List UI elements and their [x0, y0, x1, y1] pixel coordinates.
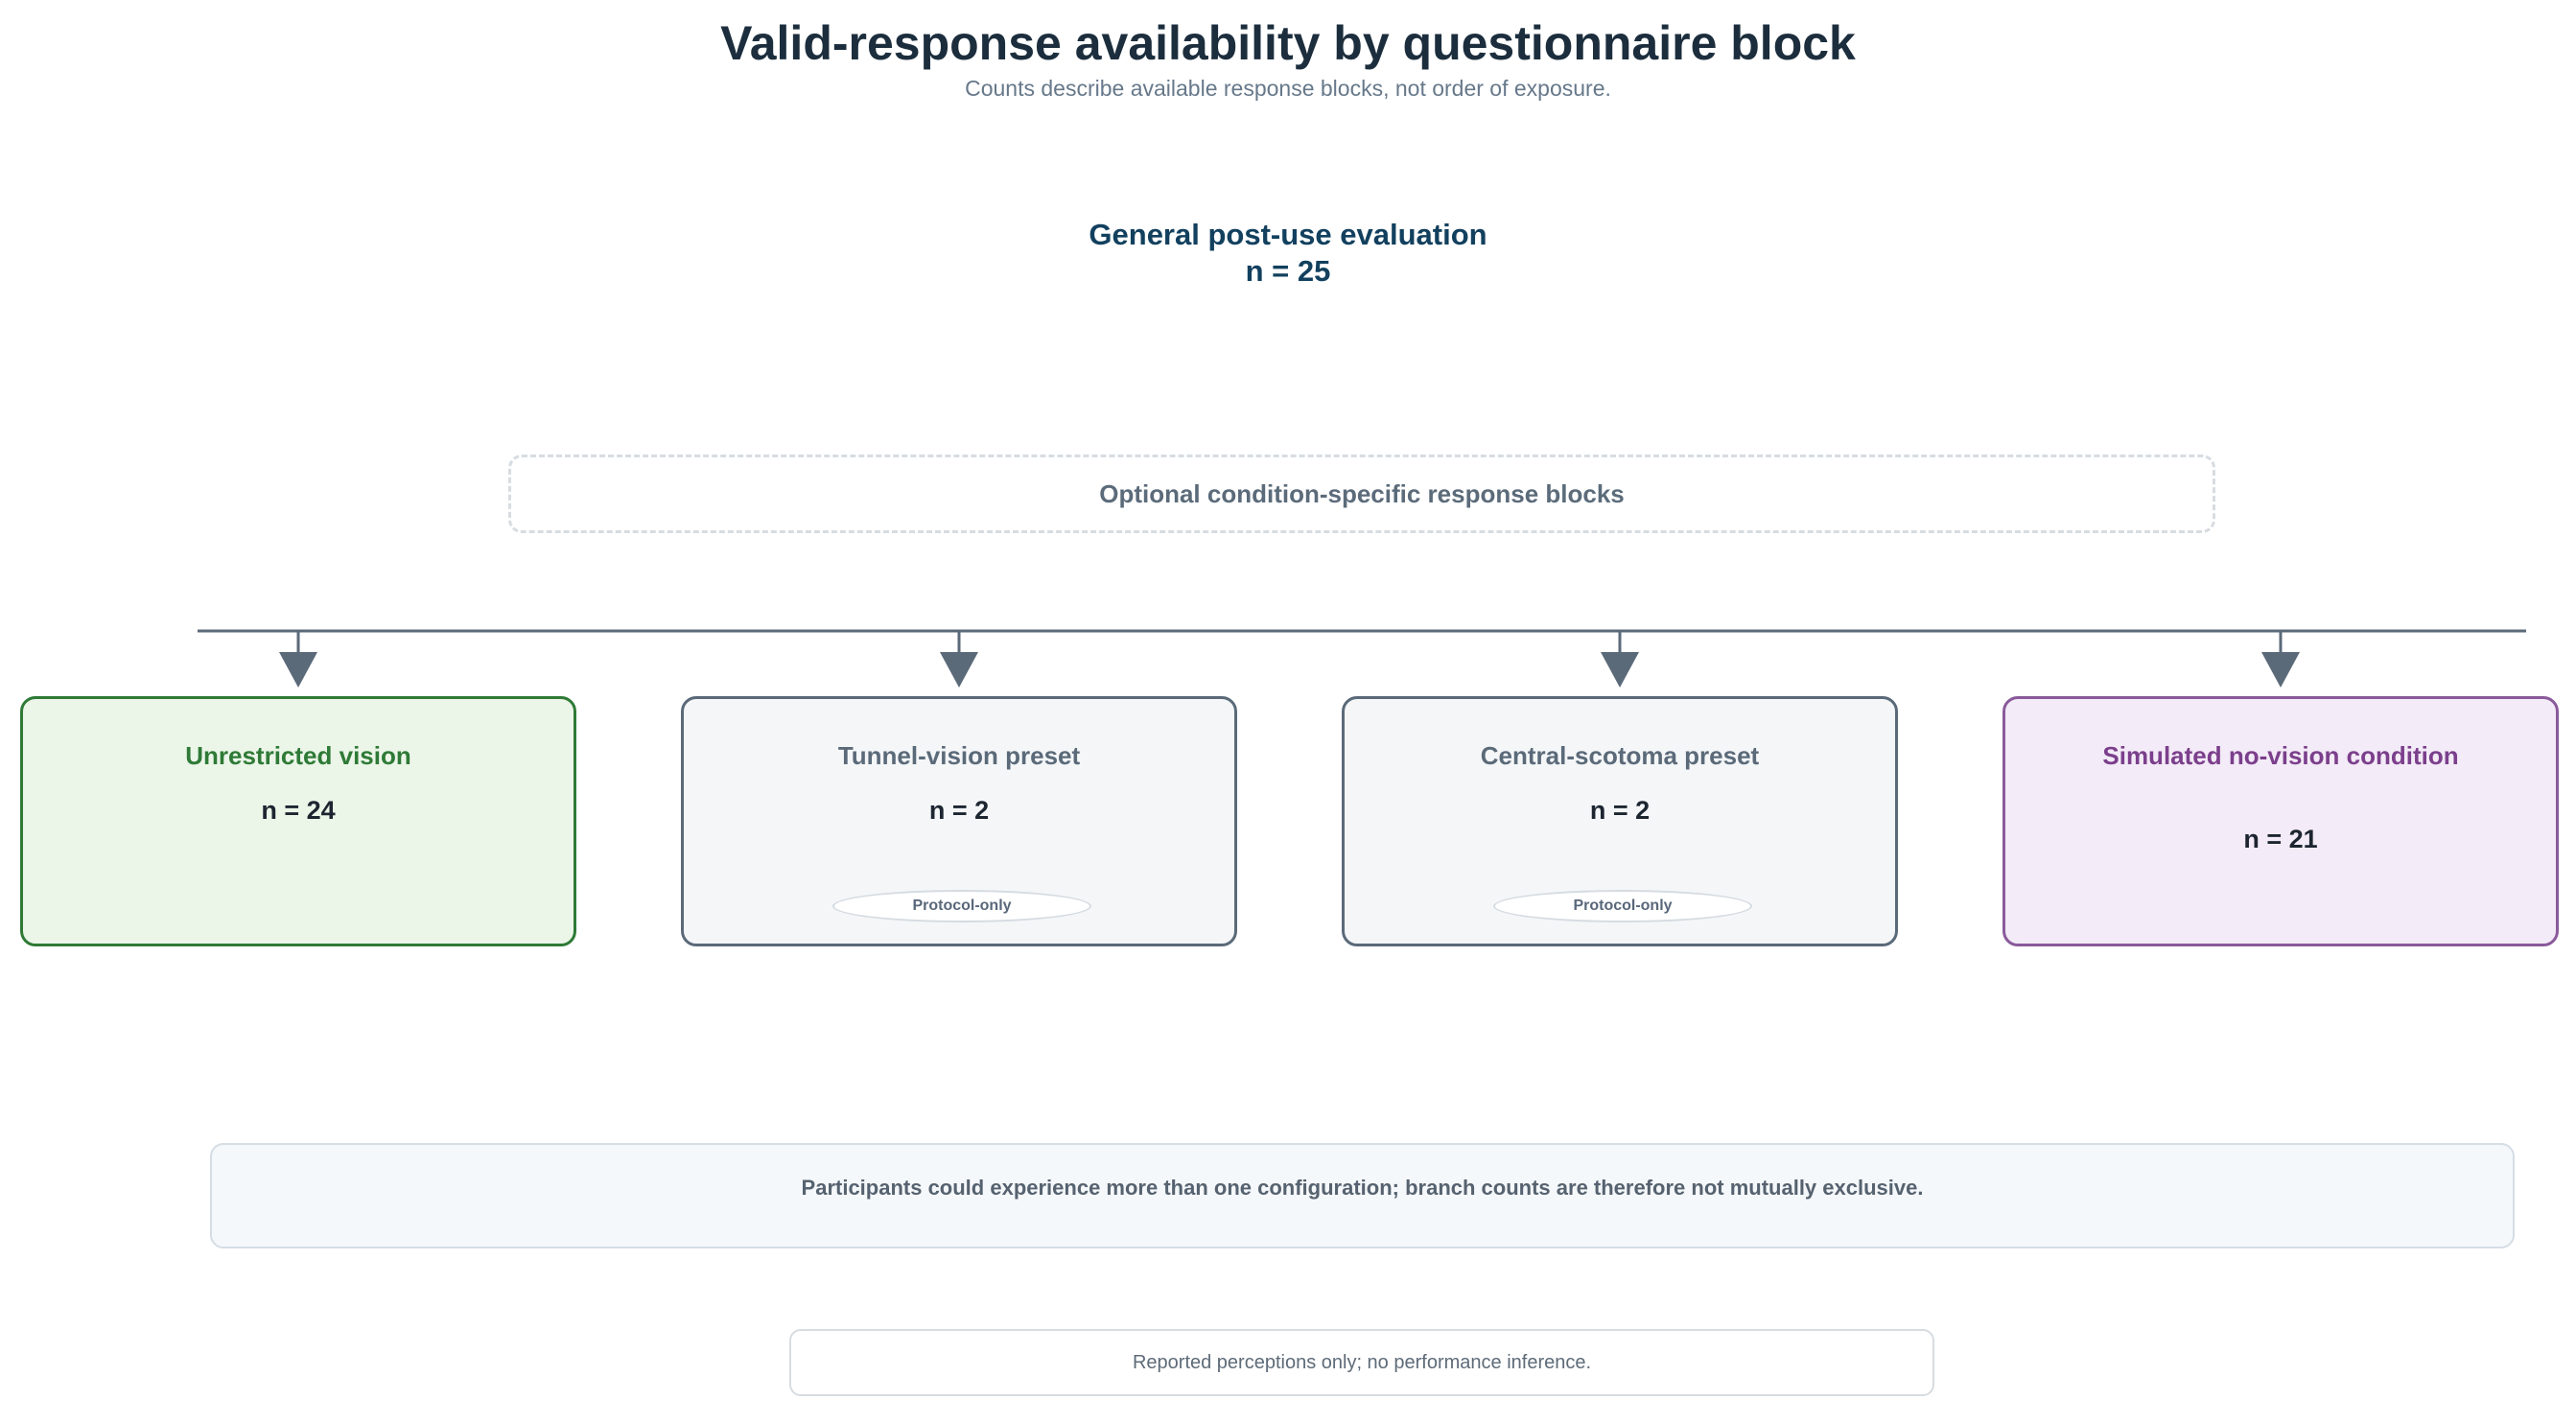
- branch-node-count: n = 2: [928, 796, 990, 825]
- optional-blocks-label: Optional condition-specific response blo…: [1099, 478, 1625, 508]
- branch-arrow-2: [1601, 631, 1639, 688]
- branch-node-count: n = 21: [2243, 825, 2318, 853]
- branch-node-label: Tunnel-vision preset: [837, 741, 1081, 770]
- protocol-only-badge: Protocol-only: [1493, 890, 1752, 922]
- branch-arrow-1: [940, 631, 978, 688]
- badge-label: Protocol-only: [912, 898, 1012, 914]
- branch-node-label: Central-scotoma preset: [1480, 741, 1760, 770]
- footer-note-box: Reported perceptions only; no performanc…: [789, 1329, 1934, 1396]
- protocol-only-badge: Protocol-only: [832, 890, 1091, 922]
- page-title: Valid-response availability by questionn…: [720, 16, 1856, 70]
- branch-node-central-scotoma: Central-scotoma preset n = 2 Protocol-on…: [1342, 696, 1898, 946]
- page-subtitle: Counts describe available response block…: [965, 76, 1611, 101]
- arrowhead-icon: [2261, 652, 2300, 688]
- branch-node-count: n = 2: [1589, 796, 1651, 825]
- branch-node-tunnel-vision: Tunnel-vision preset n = 2 Protocol-only: [681, 696, 1237, 946]
- arrowhead-icon: [940, 652, 978, 688]
- overlap-note-text: Participants could experience more than …: [801, 1176, 1924, 1200]
- root-node-count: n = 25: [1245, 254, 1331, 288]
- branch-node-count: n = 24: [261, 796, 336, 825]
- branch-node-label: Unrestricted vision: [185, 741, 411, 770]
- branch-node-no-vision: Simulated no-vision condition n = 21: [2002, 696, 2559, 946]
- branch-arrow-0: [279, 631, 317, 688]
- branch-node-label: Simulated no-vision condition: [2102, 741, 2459, 770]
- optional-blocks-box: Optional condition-specific response blo…: [508, 455, 2215, 533]
- arrowhead-icon: [279, 652, 317, 688]
- badge-label: Protocol-only: [1573, 898, 1673, 914]
- branch-node-unrestricted-vision: Unrestricted vision n = 24: [20, 696, 576, 946]
- branch-arrow-3: [2261, 631, 2300, 688]
- root-node-label: General post-use evaluation: [1089, 218, 1487, 251]
- footer-note-text: Reported perceptions only; no performanc…: [1132, 1351, 1592, 1373]
- overlap-note-box: Participants could experience more than …: [210, 1143, 2515, 1248]
- arrowhead-icon: [1601, 652, 1639, 688]
